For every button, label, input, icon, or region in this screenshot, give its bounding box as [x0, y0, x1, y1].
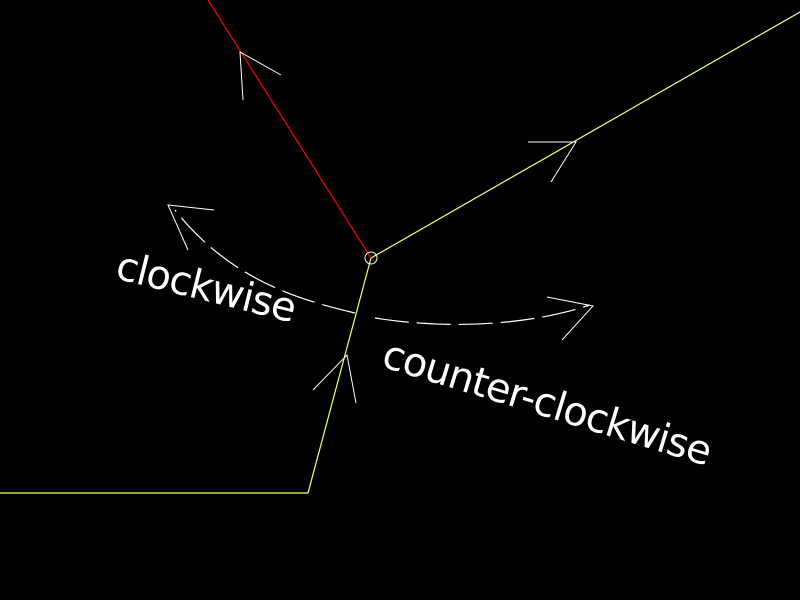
clockwise-turn-arrowhead [167, 204, 215, 251]
incoming-edge-direction-arrow [312, 353, 357, 404]
incoming-edge [0, 257, 372, 494]
outgoing-edge-counter-clockwise [370, 11, 800, 259]
counter-clockwise-edge-direction-arrow [528, 141, 577, 183]
outgoing-edge-clockwise [207, 0, 372, 259]
vertex-marker [364, 251, 378, 265]
counter-clockwise-turn-arc [374, 304, 591, 326]
counter-clockwise-turn-arrowhead [546, 296, 594, 341]
clockwise-edge-direction-arrow [239, 51, 282, 101]
clockwise-turn-arc [174, 209, 356, 314]
